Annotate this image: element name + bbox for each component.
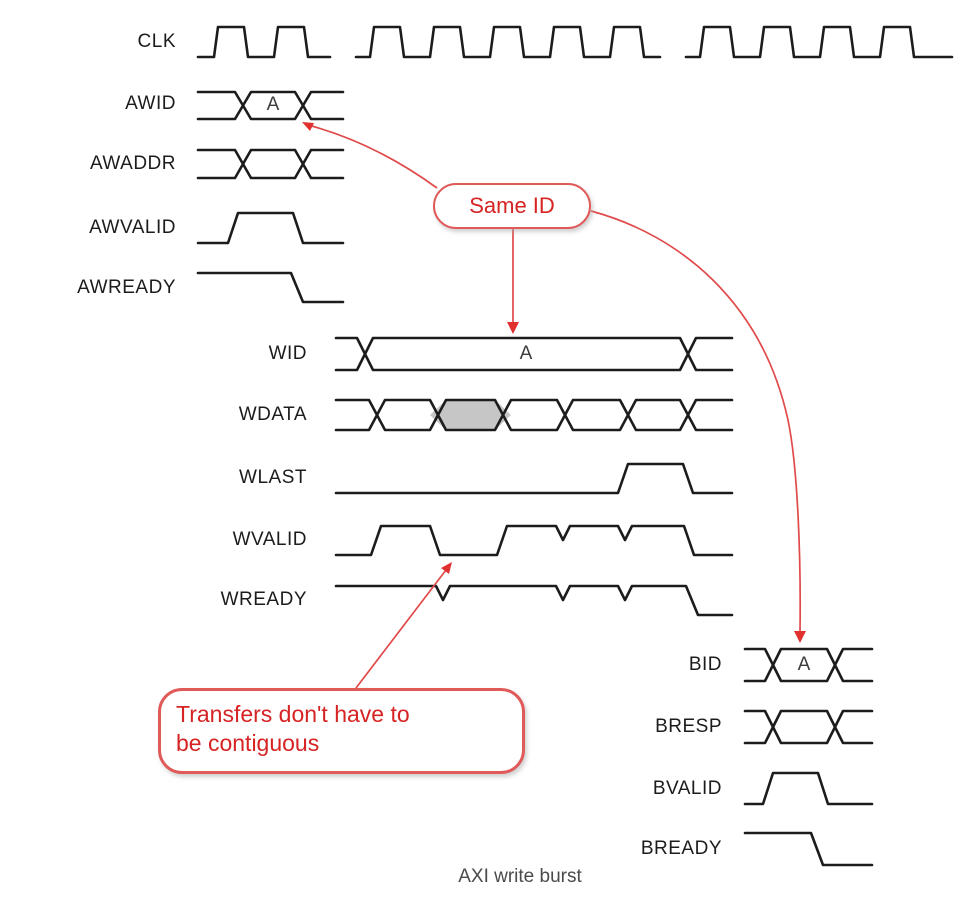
signal-label-wvalid: WVALID xyxy=(232,529,307,550)
bvalid-waveform xyxy=(743,771,874,806)
arrowhead xyxy=(507,322,519,334)
wready-waveform xyxy=(334,584,734,617)
signal-label-awid: AWID xyxy=(125,93,176,114)
awid-waveform xyxy=(196,90,345,121)
contiguous-arrow-to-wvalid xyxy=(355,562,452,689)
contiguous-callout-line2: be contiguous xyxy=(176,730,320,756)
signal-label-bresp: BRESP xyxy=(655,716,722,737)
wid-waveform xyxy=(334,336,734,372)
signal-label-bvalid: BVALID xyxy=(652,778,722,799)
same-id-arrow-to-wid xyxy=(507,229,519,334)
signal-label-clk: CLK xyxy=(137,31,176,52)
arrowhead xyxy=(302,122,314,131)
bus-value-awid: A xyxy=(266,94,280,115)
signal-label-wready: WREADY xyxy=(220,589,307,610)
contiguous-callout-line1: Transfers don't have to xyxy=(176,701,410,727)
signal-label-wdata: WDATA xyxy=(238,404,307,425)
awaddr-waveform xyxy=(196,148,345,180)
clk-waveform xyxy=(196,25,954,59)
awready-waveform xyxy=(196,271,345,304)
bresp-waveform xyxy=(743,709,874,745)
signal-label-awaddr: AWADDR xyxy=(89,153,176,174)
awvalid-waveform xyxy=(196,211,345,245)
wdata-waveform xyxy=(334,398,734,432)
signal-label-awready: AWREADY xyxy=(77,277,176,298)
arrowhead xyxy=(794,631,806,643)
same-id-callout: Same ID xyxy=(433,183,591,229)
arrowhead xyxy=(441,562,452,574)
bus-value-wid: A xyxy=(519,343,533,364)
signal-label-bid: BID xyxy=(688,654,722,675)
bready-waveform xyxy=(743,831,874,867)
wlast-waveform xyxy=(334,462,734,495)
wdata-gray-beat xyxy=(430,400,511,430)
same-id-arrow-to-bid xyxy=(590,210,806,643)
bus-value-bid: A xyxy=(797,654,811,675)
same-id-callout-text: Same ID xyxy=(469,193,555,218)
diagram-caption: AXI write burst xyxy=(458,866,582,887)
wvalid-waveform xyxy=(334,524,734,557)
bid-waveform xyxy=(743,647,874,683)
signal-label-bready: BREADY xyxy=(640,838,722,859)
contiguous-callout: Transfers don't have to be contiguous xyxy=(158,688,525,774)
signal-label-awvalid: AWVALID xyxy=(89,217,176,238)
signal-label-wid: WID xyxy=(268,343,307,364)
signal-label-wlast: WLAST xyxy=(239,467,307,488)
same-id-arrow-to-awid xyxy=(302,122,438,189)
